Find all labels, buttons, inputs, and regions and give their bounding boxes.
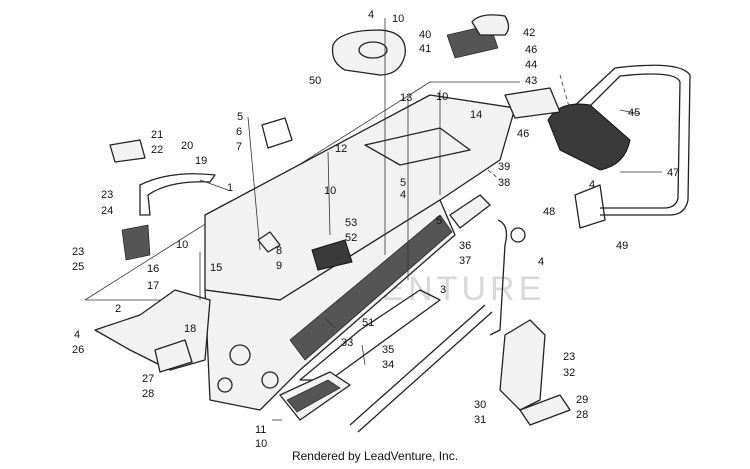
callout-42: 42 — [523, 27, 535, 39]
callout-16: 16 — [147, 263, 159, 275]
callout-18: 18 — [184, 323, 196, 335]
callout-5c: 5 — [436, 215, 442, 227]
callout-39: 39 — [498, 161, 510, 173]
callout-48: 48 — [543, 206, 555, 218]
callout-9: 9 — [276, 260, 282, 272]
callout-26: 26 — [72, 344, 84, 356]
right-bracket — [499, 184, 606, 426]
callout-4c: 4 — [538, 256, 544, 268]
callout-15: 15 — [210, 262, 222, 274]
callout-4d: 4 — [589, 179, 595, 191]
callout-20: 20 — [181, 140, 193, 152]
callout-14: 14 — [470, 109, 482, 121]
callout-30: 30 — [474, 399, 486, 411]
callout-36: 36 — [459, 240, 471, 252]
callout-17: 17 — [147, 280, 159, 292]
front-left-parts — [94, 117, 353, 373]
callout-12: 12 — [335, 143, 347, 155]
seat-part — [331, 29, 406, 76]
callout-53: 53 — [345, 217, 357, 229]
callout-labels: 1 2 3 4 4 4 4 4 5 5 5 6 7 8 9 10 10 10 1… — [72, 9, 679, 450]
callout-37: 37 — [459, 255, 471, 267]
callout-51: 51 — [362, 317, 374, 329]
callout-6: 6 — [236, 126, 242, 138]
callout-10b: 10 — [436, 91, 448, 103]
callout-23b: 23 — [72, 246, 84, 258]
callout-33: 33 — [341, 337, 353, 349]
callout-44: 44 — [525, 59, 537, 71]
callout-25: 25 — [72, 261, 84, 273]
callout-41: 41 — [419, 43, 431, 55]
leader-lines — [199, 18, 662, 421]
callout-22: 22 — [151, 144, 163, 156]
callout-2: 2 — [115, 303, 121, 315]
callout-47: 47 — [667, 167, 679, 179]
rear-bumper — [569, 64, 691, 216]
side-brace — [449, 194, 526, 336]
callout-28: 28 — [142, 388, 154, 400]
callout-21: 21 — [151, 129, 163, 141]
callout-24: 24 — [101, 205, 113, 217]
callout-23: 23 — [101, 189, 113, 201]
callout-10e: 10 — [255, 438, 267, 450]
callout-4b: 4 — [400, 189, 406, 201]
tunnel-assembly — [204, 94, 516, 411]
callout-4e: 4 — [74, 329, 80, 341]
callout-10: 10 — [392, 13, 404, 25]
callout-38: 38 — [498, 177, 510, 189]
callout-29: 29 — [576, 394, 588, 406]
callout-23c: 23 — [563, 351, 575, 363]
snow-flap — [504, 87, 631, 171]
callout-50: 50 — [309, 75, 321, 87]
callout-4: 4 — [368, 9, 374, 21]
callout-27: 27 — [142, 373, 154, 385]
callout-8: 8 — [276, 245, 282, 257]
callout-31: 31 — [474, 414, 486, 426]
callout-10c: 10 — [324, 185, 336, 197]
callout-32: 32 — [563, 367, 575, 379]
callout-5b: 5 — [400, 177, 406, 189]
callout-13: 13 — [400, 92, 412, 104]
callout-34: 34 — [382, 359, 394, 371]
callout-10d: 10 — [176, 239, 188, 251]
callout-46b: 46 — [517, 128, 529, 140]
callout-35: 35 — [382, 344, 394, 356]
callout-1: 1 — [227, 182, 233, 194]
cap-42 — [471, 14, 510, 36]
callout-45: 45 — [628, 107, 640, 119]
callout-49: 49 — [616, 240, 628, 252]
callout-40: 40 — [419, 29, 431, 41]
callout-3: 3 — [440, 284, 446, 296]
lower-truss — [279, 304, 493, 433]
callout-11: 11 — [255, 424, 266, 436]
callout-52: 52 — [345, 232, 357, 244]
callout-46: 46 — [525, 44, 537, 56]
callout-43: 43 — [525, 75, 537, 87]
callout-7: 7 — [236, 141, 242, 153]
credit-text: Rendered by LeadVenture, Inc. — [291, 449, 459, 463]
callout-28b: 28 — [576, 409, 588, 421]
callout-19: 19 — [195, 155, 207, 167]
callout-5: 5 — [237, 111, 243, 123]
